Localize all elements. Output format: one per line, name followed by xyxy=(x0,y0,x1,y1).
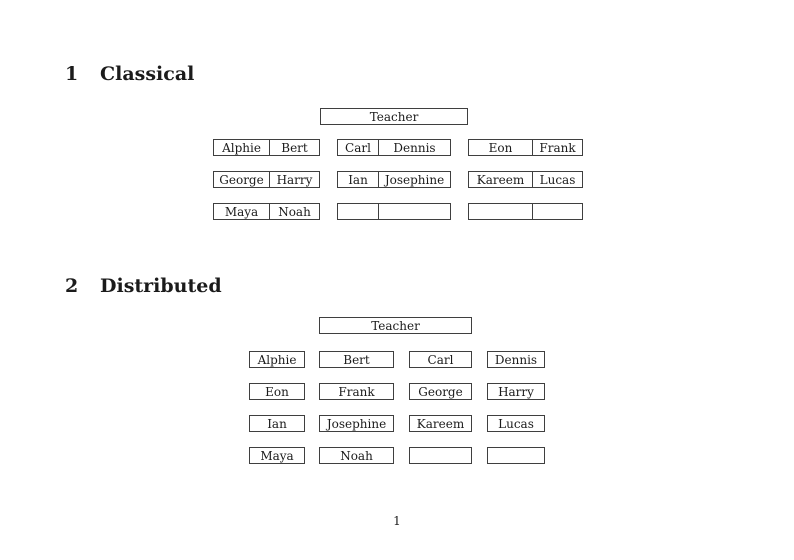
desk: Carl xyxy=(409,351,472,368)
empty-desk xyxy=(337,203,451,220)
section-title: Classical xyxy=(100,63,195,85)
desk: Josephine xyxy=(319,415,394,432)
seat: Bert xyxy=(281,140,308,155)
seat: Eon xyxy=(469,140,533,155)
desk: Carl Dennis xyxy=(337,139,451,156)
seat: George xyxy=(214,172,270,187)
empty-desk xyxy=(468,203,583,220)
section-heading-distributed: 2 Distributed xyxy=(65,275,222,297)
seat: Noah xyxy=(278,204,311,219)
seat: Dennis xyxy=(393,140,436,155)
desk: Kareem xyxy=(409,415,472,432)
desk: Maya Noah xyxy=(213,203,320,220)
desk: Alphie Bert xyxy=(213,139,320,156)
seat: Josephine xyxy=(384,172,445,187)
teacher-label: Teacher xyxy=(371,318,420,333)
page-number: 1 xyxy=(393,514,401,528)
teacher-box: Teacher xyxy=(320,108,468,125)
seat: Carl xyxy=(338,140,379,155)
section-number: 2 xyxy=(65,275,79,297)
desk: Harry xyxy=(487,383,545,400)
desk: Bert xyxy=(319,351,394,368)
empty-desk xyxy=(487,447,545,464)
desk: Kareem Lucas xyxy=(468,171,583,188)
seat: Maya xyxy=(214,204,270,219)
seat: Kareem xyxy=(469,172,533,187)
desk: Ian xyxy=(249,415,305,432)
desk: George xyxy=(409,383,472,400)
seat: Frank xyxy=(539,140,576,155)
desk: Lucas xyxy=(487,415,545,432)
seat: Alphie xyxy=(214,140,270,155)
desk: Dennis xyxy=(487,351,545,368)
desk: Maya xyxy=(249,447,305,464)
empty-desk xyxy=(409,447,472,464)
section-heading-classical: 1 Classical xyxy=(65,63,194,85)
desk: Ian Josephine xyxy=(337,171,451,188)
desk: Eon xyxy=(249,383,305,400)
empty-seat xyxy=(469,204,533,219)
teacher-label: Teacher xyxy=(369,109,419,124)
empty-seat xyxy=(338,204,379,219)
section-number: 1 xyxy=(65,63,79,85)
section-title: Distributed xyxy=(100,275,222,297)
desk: Noah xyxy=(319,447,394,464)
desk: George Harry xyxy=(213,171,320,188)
desk: Frank xyxy=(319,383,394,400)
desk: Alphie xyxy=(249,351,305,368)
seat: Lucas xyxy=(539,172,576,187)
seat: Harry xyxy=(276,172,313,187)
seat: Ian xyxy=(338,172,379,187)
teacher-box: Teacher xyxy=(319,317,472,334)
desk: Eon Frank xyxy=(468,139,583,156)
